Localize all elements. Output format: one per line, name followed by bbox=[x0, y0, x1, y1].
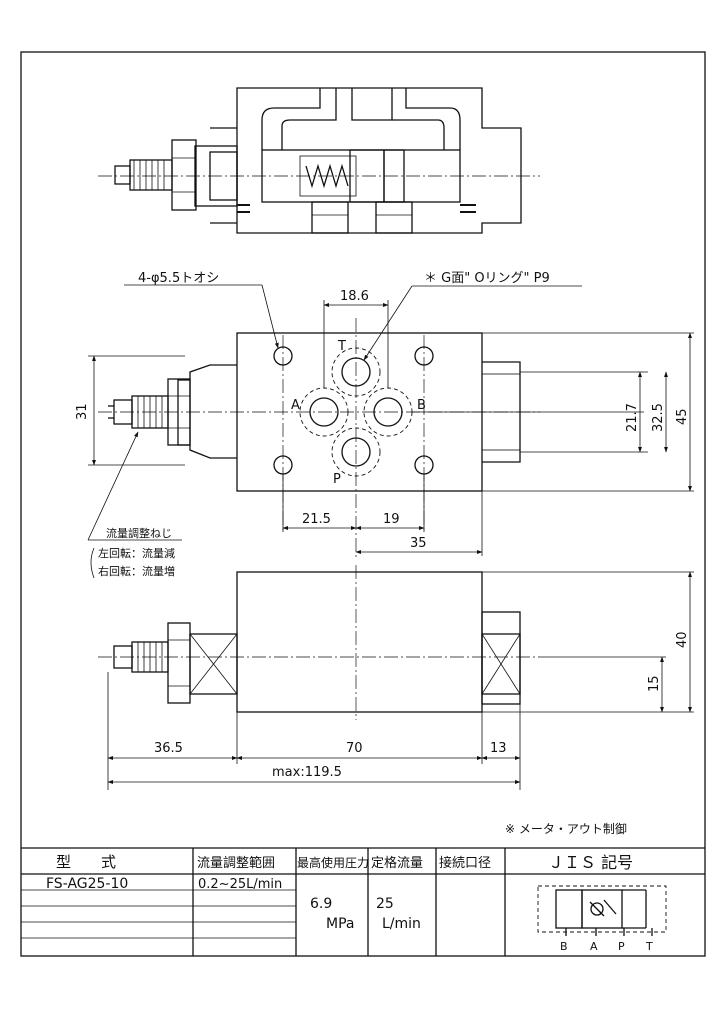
rotation-left-note: 左回転：流量減 bbox=[98, 546, 175, 560]
dim-21-7: 21.7 bbox=[625, 403, 640, 432]
dim-18-6: 18.6 bbox=[340, 289, 369, 304]
dim-15: 15 bbox=[647, 675, 662, 692]
spec-table: 型 式 流量調整範囲 最高使用圧力 定格流量 接続口径 ＪＩＳ 記号 FS-AG… bbox=[21, 847, 705, 956]
header-jis: ＪＩＳ 記号 bbox=[548, 853, 633, 872]
dim-32-5: 32.5 bbox=[651, 403, 666, 432]
meter-out-note: ※ メータ・アウト制御 bbox=[505, 821, 627, 836]
top-section-view bbox=[98, 87, 540, 234]
dim-21-5: 21.5 bbox=[302, 512, 331, 527]
oring-callout: ＊ G面" Oリング" P9 bbox=[424, 271, 550, 286]
jis-port-b: B bbox=[560, 940, 568, 953]
hole-callout: 4-φ5.5トオシ bbox=[138, 271, 219, 286]
cell-flow-value: 25 bbox=[376, 896, 394, 912]
plan-view: T A B P 4-φ5.5トオシ ＊ G面" Oリング" P9 18.6 31… bbox=[75, 271, 694, 579]
drawing-frame bbox=[20, 51, 706, 957]
port-label-t: T bbox=[337, 339, 346, 354]
jis-port-a: A bbox=[590, 940, 598, 953]
adjust-screw-label: 流量調整ねじ bbox=[106, 526, 172, 540]
header-connection: 接続口径 bbox=[439, 855, 491, 871]
dim-35: 35 bbox=[410, 536, 427, 551]
dim-45: 45 bbox=[675, 408, 690, 425]
jis-port-t: T bbox=[645, 940, 653, 953]
dim-40: 40 bbox=[675, 631, 690, 648]
rotation-right-note: 右回転：流量増 bbox=[98, 564, 175, 578]
cell-pressure-value: 6.9 bbox=[310, 896, 332, 912]
jis-symbol: B A P T bbox=[537, 885, 667, 953]
header-rated-flow: 定格流量 bbox=[371, 855, 423, 871]
port-label-a: A bbox=[291, 398, 300, 413]
dim-13: 13 bbox=[490, 741, 507, 756]
cell-pressure-unit: MPa bbox=[326, 916, 354, 932]
dim-19: 19 bbox=[383, 512, 400, 527]
dim-max: max:119.5 bbox=[272, 765, 342, 780]
header-range: 流量調整範囲 bbox=[197, 856, 275, 871]
header-pressure: 最高使用圧力 bbox=[297, 855, 369, 870]
elevation-view: 40 15 36.5 70 13 max:119.5 bbox=[98, 565, 694, 790]
cell-flow-unit: L/min bbox=[382, 916, 421, 932]
cell-model: FS-AG25-10 bbox=[46, 876, 128, 892]
port-label-p: P bbox=[333, 472, 341, 487]
header-model: 型 式 bbox=[56, 853, 116, 871]
dim-70: 70 bbox=[346, 741, 363, 756]
dim-31: 31 bbox=[75, 403, 90, 420]
jis-port-p: P bbox=[618, 940, 625, 953]
dim-36-5: 36.5 bbox=[154, 741, 183, 756]
cell-range: 0.2~25L/min bbox=[198, 877, 282, 892]
port-label-b: B bbox=[417, 398, 426, 413]
